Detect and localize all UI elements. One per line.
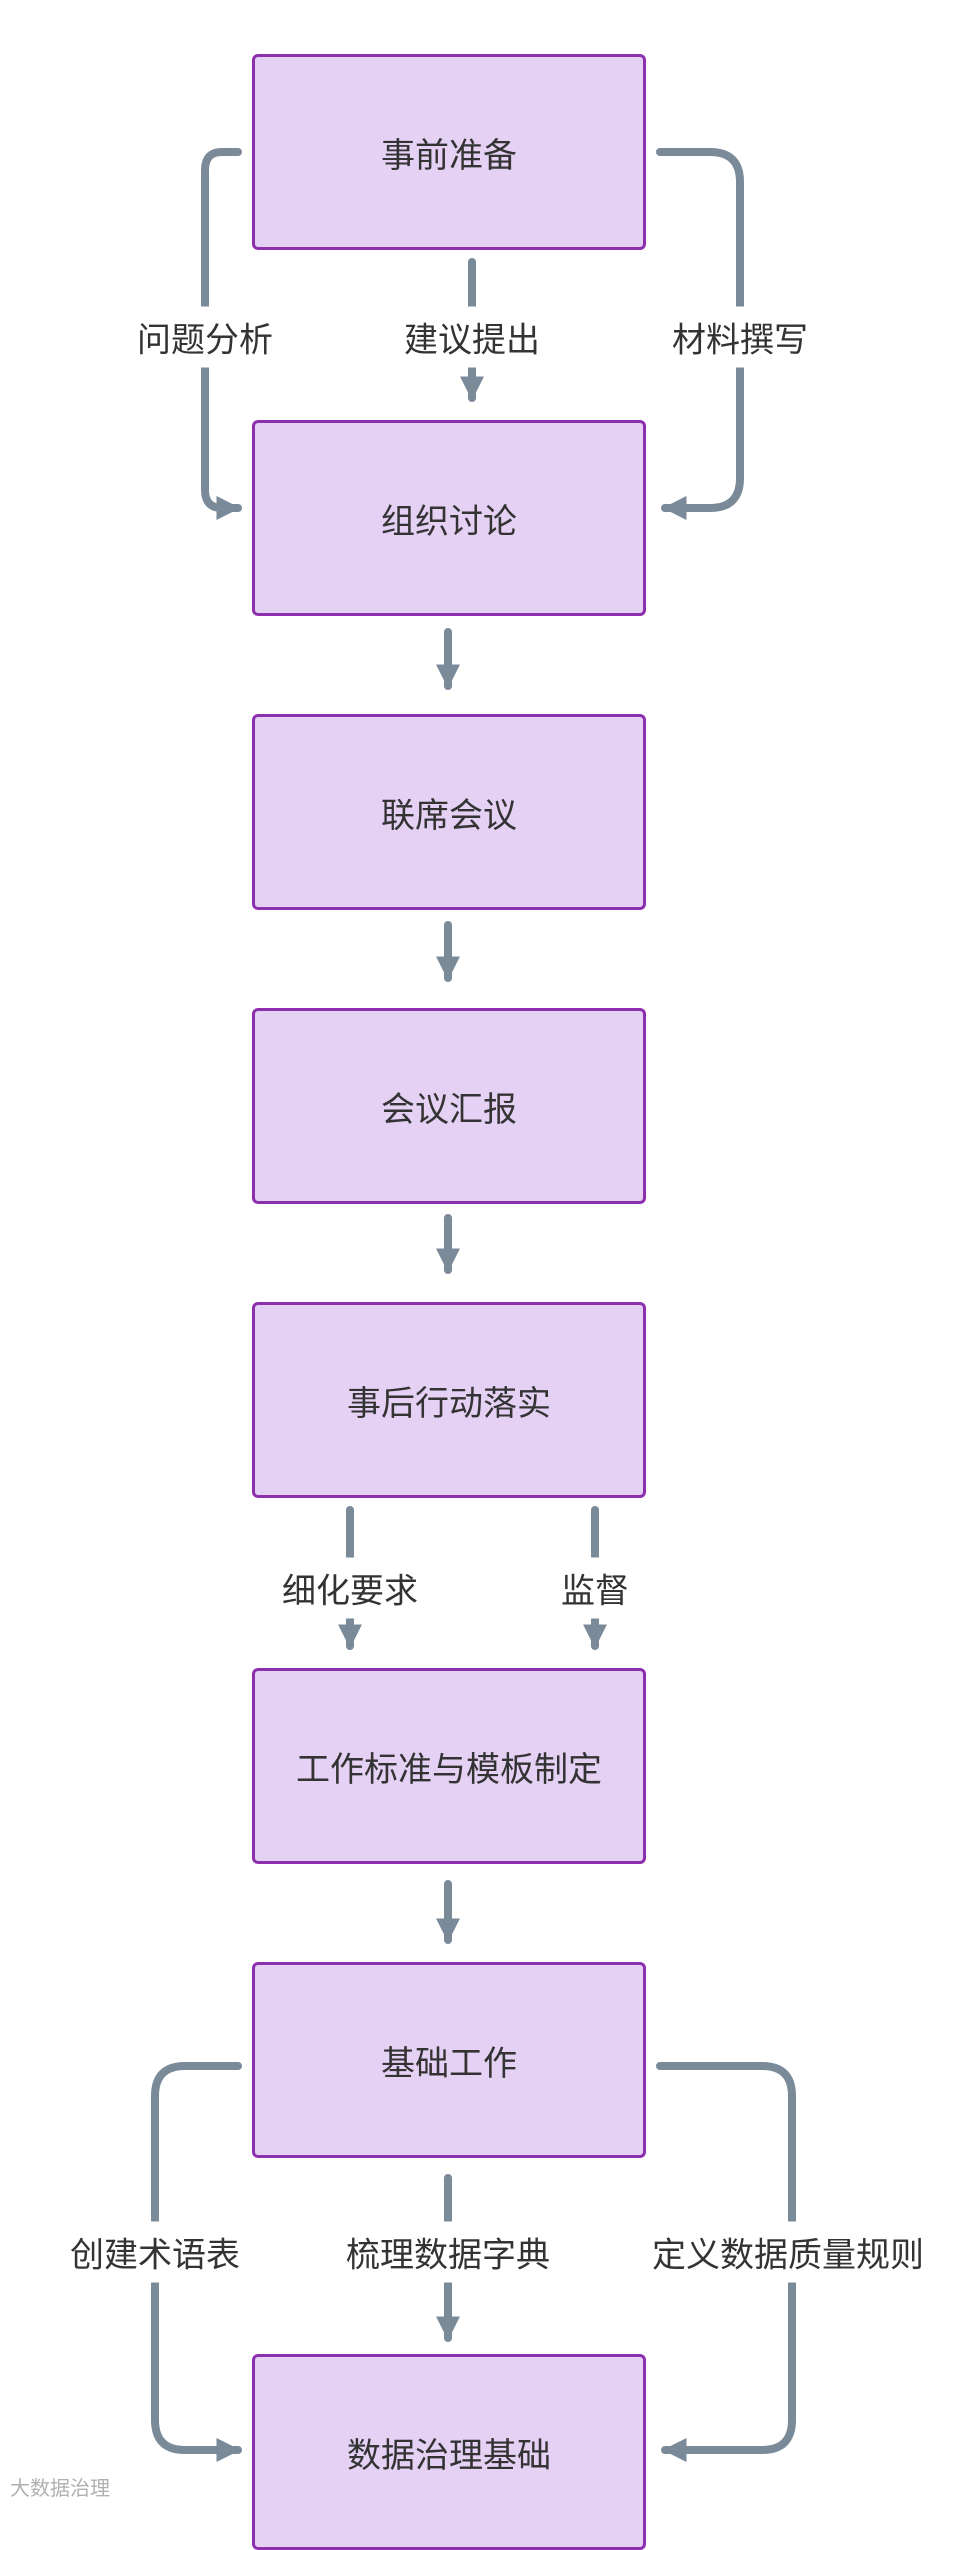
edge-label-material-writing: 材料撰写 — [668, 306, 812, 368]
node-followup: 事后行动落实 — [252, 1302, 646, 1498]
edge-label-data-dictionary: 梳理数据字典 — [342, 2221, 554, 2283]
node-foundation: 数据治理基础 — [252, 2354, 646, 2550]
edge-label-glossary: 创建术语表 — [66, 2221, 244, 2283]
node-report: 会议汇报 — [252, 1008, 646, 1204]
node-basic-work: 基础工作 — [252, 1962, 646, 2158]
edge-label-problem-analysis: 问题分析 — [133, 306, 277, 368]
node-discuss: 组织讨论 — [252, 420, 646, 616]
node-joint-meeting: 联席会议 — [252, 714, 646, 910]
edge-label-suggestion: 建议提出 — [400, 306, 544, 368]
watermark: 大数据治理 — [10, 2476, 110, 2500]
node-standards: 工作标准与模板制定 — [252, 1668, 646, 1864]
edge-label-supervise: 监督 — [557, 1557, 633, 1619]
edge-label-refine: 细化要求 — [278, 1557, 422, 1619]
edge-label-quality-rules: 定义数据质量规则 — [648, 2221, 928, 2283]
node-prep: 事前准备 — [252, 54, 646, 250]
